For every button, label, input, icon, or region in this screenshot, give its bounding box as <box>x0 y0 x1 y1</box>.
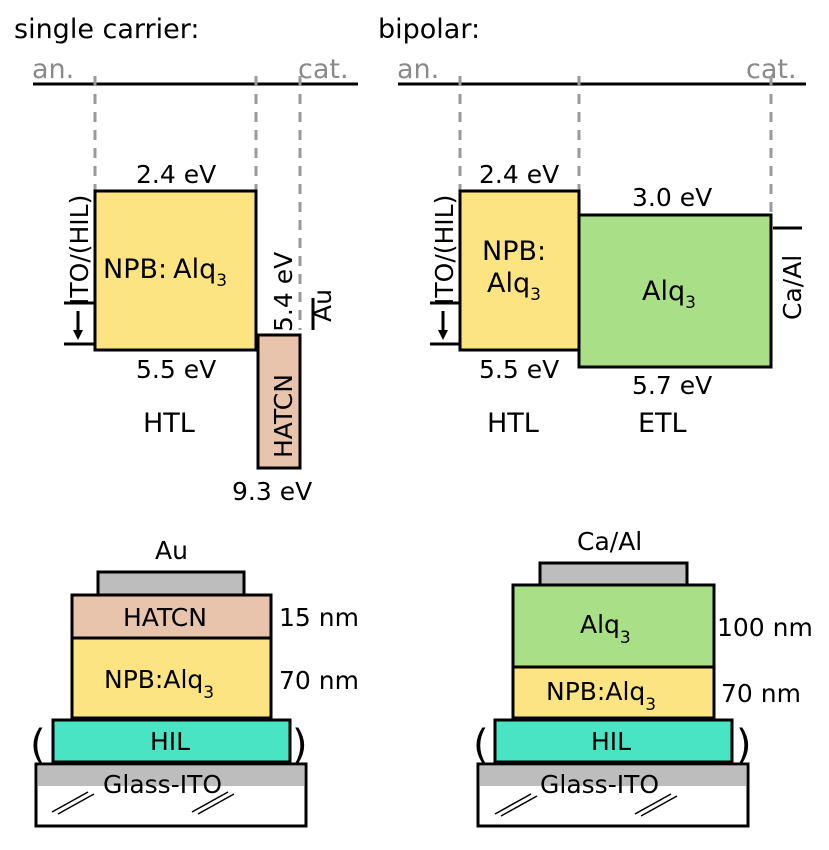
htl-role-label: HTL <box>487 408 539 439</box>
single-carrier-energy-diagram: single carrier: an. cat. ITO/(HIL) 2.4 e… <box>14 14 358 506</box>
bipolar-title: bipolar: <box>378 14 480 45</box>
npb-homo-value: 5.5 eV <box>479 355 559 384</box>
hil-layer <box>493 718 734 764</box>
hatcn-thickness: 15 nm <box>279 603 359 632</box>
glass-hatch <box>640 795 678 817</box>
npb-label: NPB: <box>482 236 546 267</box>
hil-right-paren: ) <box>292 722 308 768</box>
npb-lumo-value: 2.4 eV <box>136 160 216 189</box>
etl-role-label: ETL <box>638 408 687 439</box>
hil-layer-label: HIL <box>591 727 631 756</box>
htl-role-label: HTL <box>143 408 195 439</box>
npb-homo-value: 5.5 eV <box>136 355 216 384</box>
npb-alq3-thickness: 70 nm <box>721 679 801 708</box>
top-contact-label: Au <box>155 536 188 565</box>
single-carrier-title: single carrier: <box>14 14 199 45</box>
ito-hil-label: ITO/(HIL) <box>430 195 459 305</box>
npb-alq3-thickness: 70 nm <box>279 666 359 695</box>
alq3-label: Alq3 <box>487 268 541 305</box>
arrow-down-icon <box>73 330 83 340</box>
alq3-block <box>577 213 773 369</box>
glass-hatch <box>494 793 532 815</box>
hatcn-label: HATCN <box>269 374 298 458</box>
hatcn-bottom-value: 9.3 eV <box>232 477 312 506</box>
hil-left-paren: ( <box>30 722 46 768</box>
ito-hil-label: ITO/(HIL) <box>65 195 94 305</box>
anode-label: an. <box>32 54 74 85</box>
glass-ito-label: Glass-ITO <box>540 770 659 799</box>
glass-hatch <box>634 793 672 815</box>
arrow-down-icon <box>438 330 448 340</box>
npb-alq3-layer-label: NPB:Alq3 <box>546 677 656 715</box>
glass-hatch <box>197 793 235 815</box>
ca-al-layer <box>538 561 689 587</box>
glass-ito-label: Glass-ITO <box>103 770 222 799</box>
anode-label: an. <box>397 54 439 85</box>
npb-alq3-block <box>458 189 581 352</box>
npb-alq3-layer-label: NPB:Alq3 <box>104 665 214 703</box>
alq3-lumo-value: 3.0 eV <box>632 183 712 212</box>
alq3-thickness: 100 nm <box>717 613 813 642</box>
cathode-label: cat. <box>298 54 349 85</box>
alq3-block-label: Alq3 <box>642 276 696 313</box>
ito-coating <box>480 766 746 786</box>
au-layer <box>96 570 246 597</box>
npb-lumo-value: 2.4 eV <box>479 160 559 189</box>
hil-left-paren: ( <box>473 722 489 768</box>
glass-hatch <box>57 793 95 815</box>
top-contact-label: Ca/Al <box>577 527 642 556</box>
alq3-layer-label: Alq3 <box>580 610 631 648</box>
bipolar-device-stack: Ca/Al Alq3 100 nm NPB:Alq3 70 nm ( ) HIL… <box>473 527 813 828</box>
npb-alq3-label: NPB:Alq3 <box>103 254 227 291</box>
glass-hatch <box>191 791 229 813</box>
npb-alq3-block <box>93 189 258 352</box>
npb-alq3-layer <box>511 665 716 720</box>
single-carrier-device-stack: Au HATCN 15 nm NPB:Alq3 70 nm ( ) HIL Gl… <box>30 536 359 828</box>
ca-al-label: Ca/Al <box>778 255 807 320</box>
hatcn-layer <box>70 593 273 640</box>
hatcn-top-value: 5.4 eV <box>269 252 298 332</box>
npb-alq3-layer <box>70 636 273 720</box>
glass-hatch <box>500 795 538 817</box>
glass-hatch <box>51 791 89 813</box>
alq3-homo-value: 5.7 eV <box>632 371 712 400</box>
hil-layer-label: HIL <box>150 727 190 756</box>
hatcn-layer-label: HATCN <box>123 603 207 632</box>
hil-layer <box>51 718 292 764</box>
ito-coating <box>38 766 304 786</box>
bipolar-energy-diagram: bipolar: an. cat. ITO/(HIL) 2.4 eV NPB: … <box>378 14 807 439</box>
hatcn-block <box>256 333 302 470</box>
hil-right-paren: ) <box>736 722 752 768</box>
au-label: Au <box>308 289 337 322</box>
